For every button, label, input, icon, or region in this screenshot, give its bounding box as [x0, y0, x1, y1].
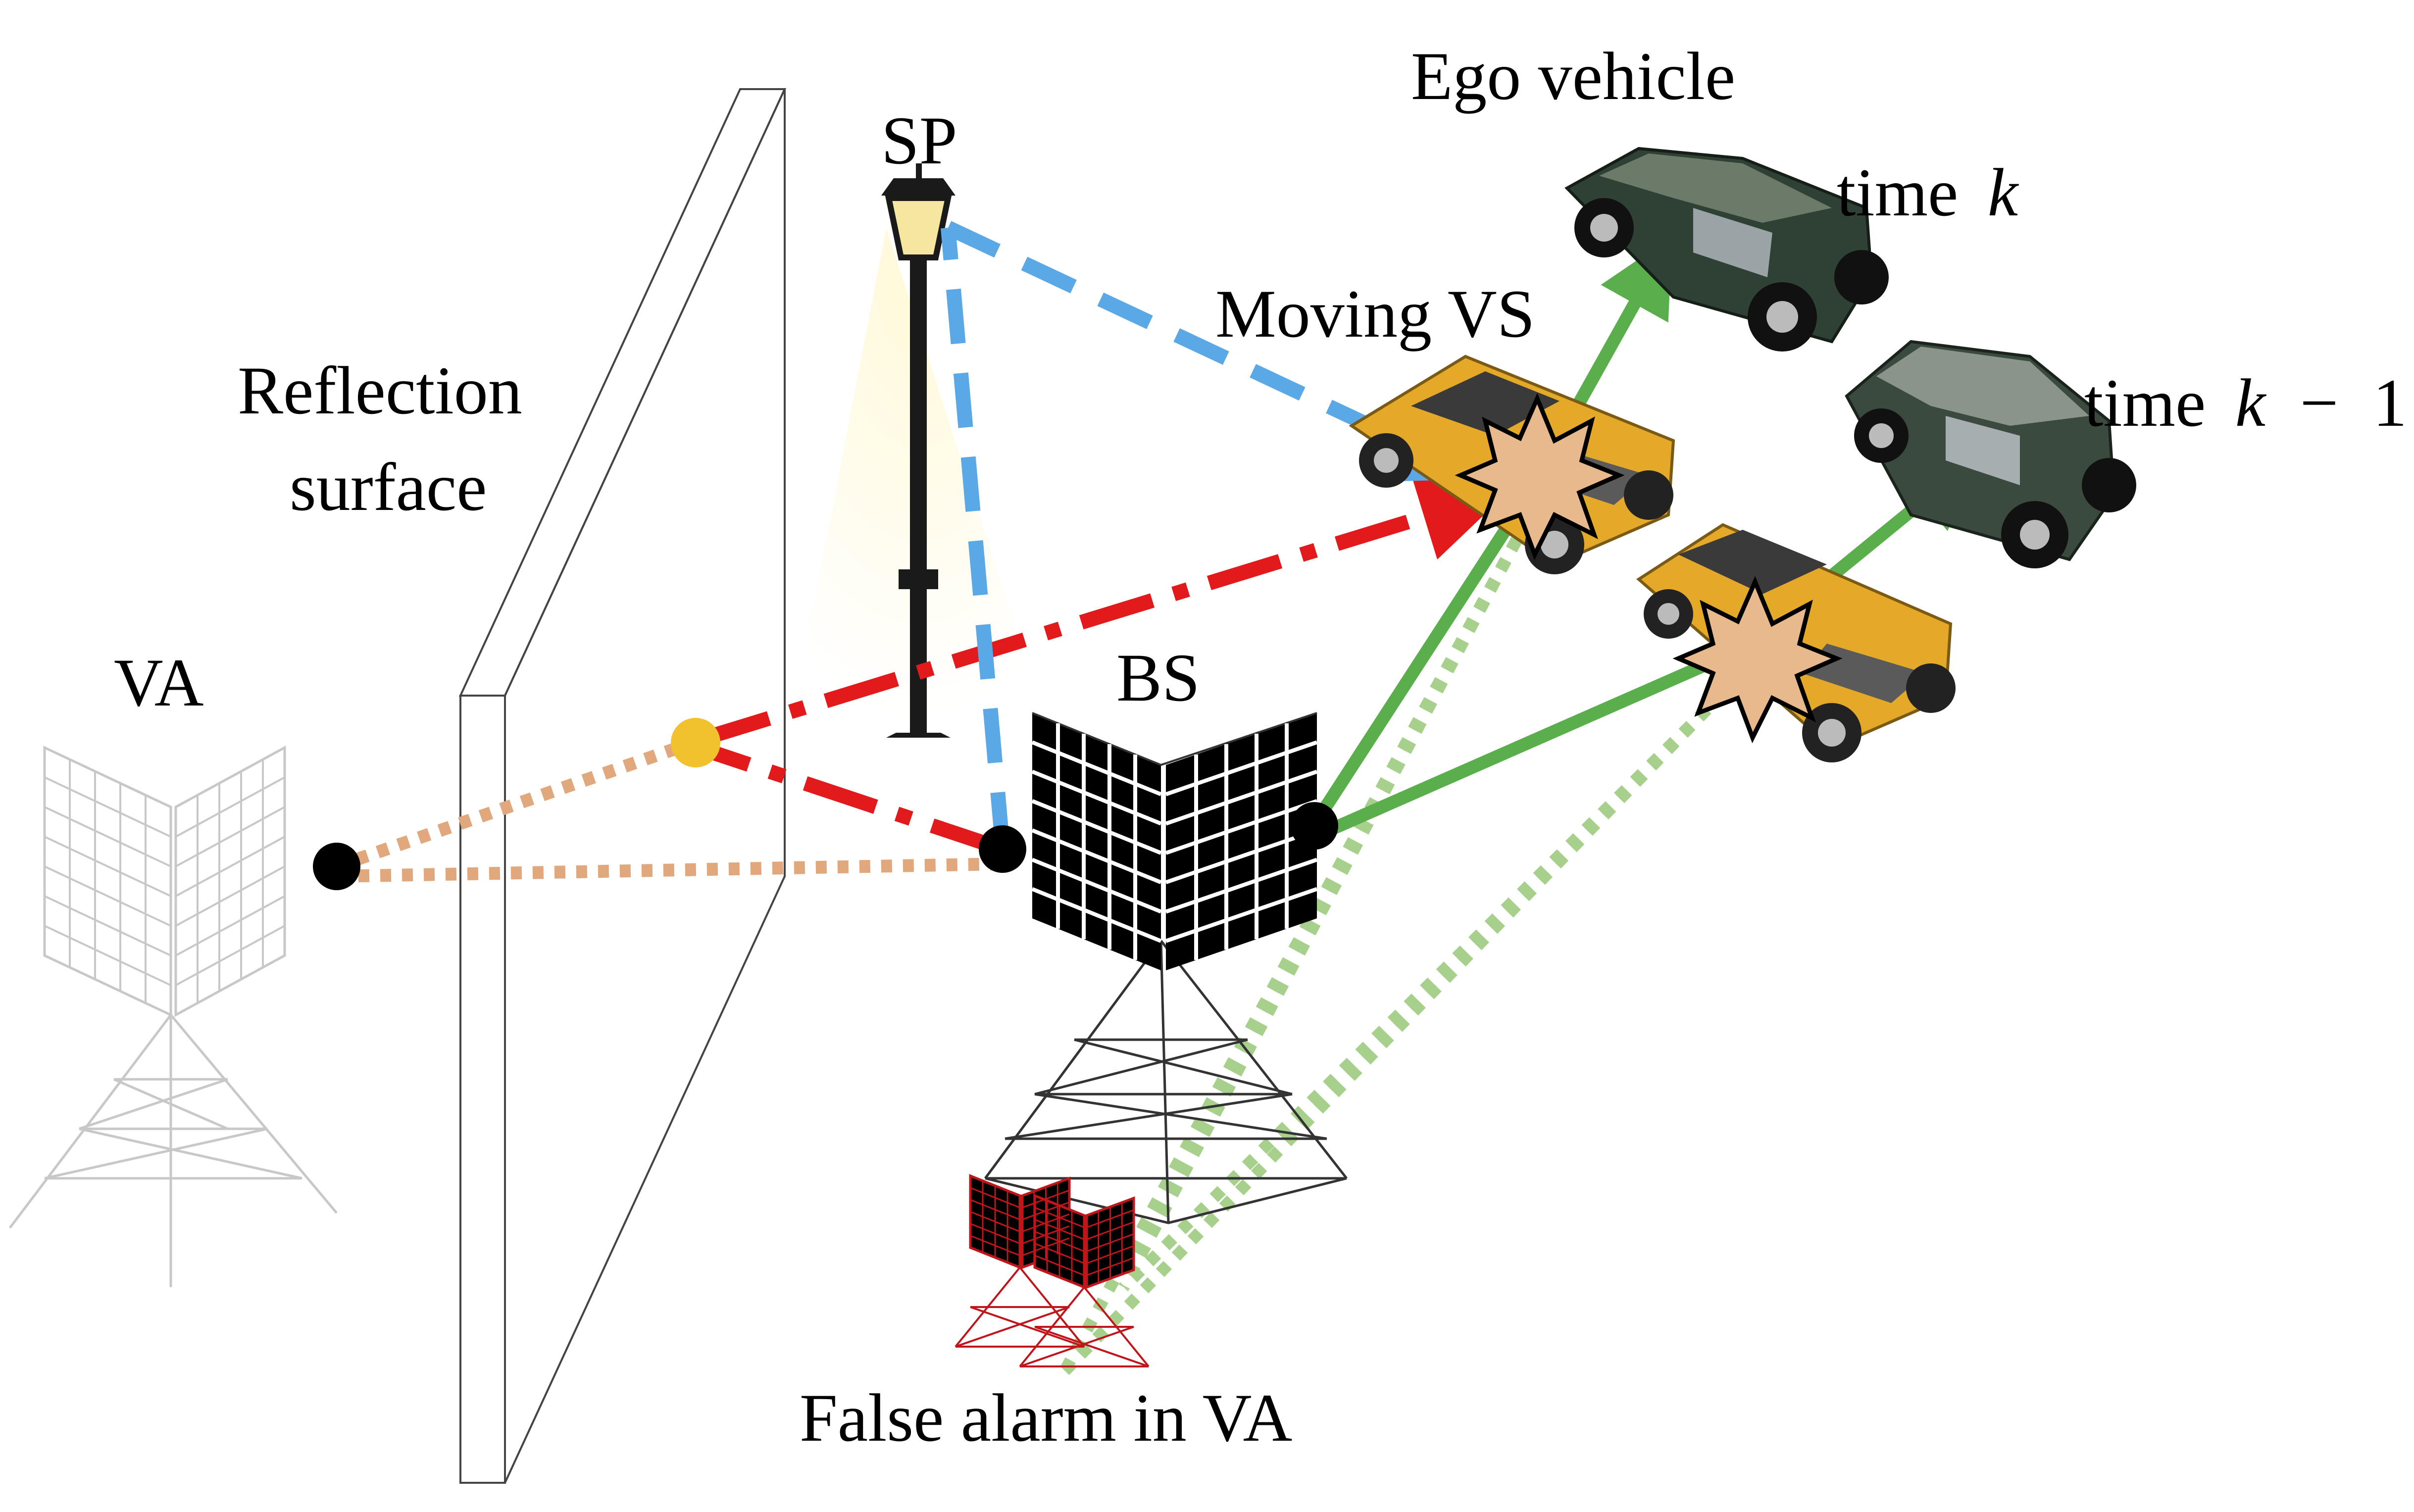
scatter-burst-time-k	[1455, 393, 1625, 560]
moving-vs-label: Moving VS	[1215, 276, 1535, 352]
bs-node-left	[979, 825, 1026, 873]
time-k1-num: 1	[2373, 365, 2407, 441]
va-antenna	[9, 745, 338, 1287]
street-lamp	[792, 163, 1045, 738]
ego-vehicle-time-k	[1564, 147, 1889, 352]
reflection-path	[696, 474, 1509, 857]
time-k1-var: k	[2235, 365, 2267, 441]
time-k-label: time k	[1837, 154, 2019, 230]
bs-antenna	[1031, 712, 1318, 970]
bs-node-right	[1291, 802, 1338, 850]
time-k-minus-1-label: time k − 1	[2084, 365, 2407, 441]
bs-label: BS	[1116, 640, 1200, 715]
va-label: VA	[114, 645, 204, 720]
sp-label: SP	[881, 102, 957, 178]
ego-vehicle-time-k-minus-1	[1845, 340, 2136, 568]
scatter-burst-time-k-minus-1	[1672, 576, 1843, 744]
va-node	[313, 843, 360, 890]
va-paths	[334, 736, 1001, 883]
ego-vehicle-label: Ego vehicle	[1411, 38, 1735, 114]
time-k-word: time	[1837, 154, 1958, 230]
reflection-wall	[458, 88, 787, 1484]
reflection-label-line1: Reflection	[238, 353, 522, 428]
false-alarm-antenna	[955, 1174, 1150, 1367]
false-alarm-label: False alarm in VA	[800, 1380, 1292, 1456]
reflection-point	[671, 718, 720, 767]
time-k-var: k	[1988, 154, 2019, 230]
reflection-label-line2: surface	[290, 449, 487, 525]
time-k1-word: time	[2084, 365, 2206, 441]
sp-path	[941, 221, 1484, 848]
time-k1-op: −	[2300, 365, 2339, 441]
false-alarm-paths	[1059, 517, 1727, 1376]
